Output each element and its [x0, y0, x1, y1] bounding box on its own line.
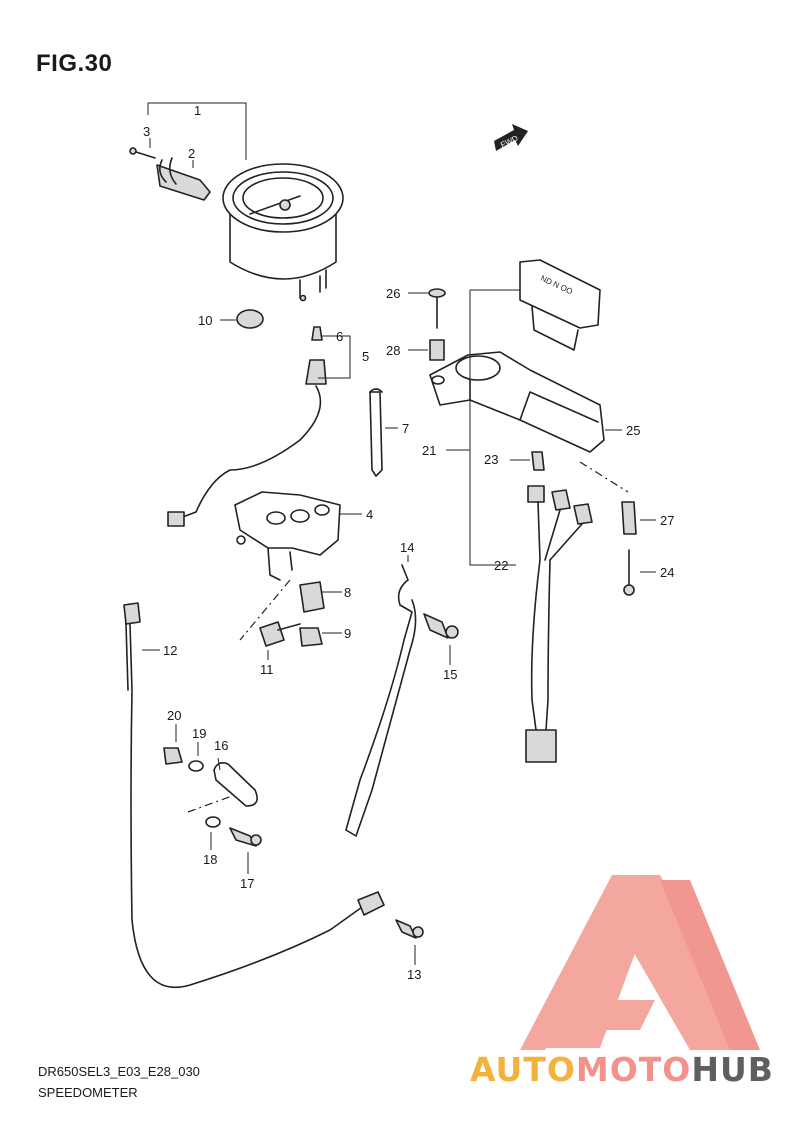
- watermark-auto: AUTO: [470, 1050, 576, 1089]
- callout-11: 11: [260, 662, 274, 677]
- screw-13: [395, 919, 424, 939]
- model-code: DR650SEL3_E03_E28_030: [38, 1064, 200, 1079]
- spacer-28: [429, 339, 445, 361]
- indicator-housing-25: [429, 351, 605, 453]
- callout-labels: 1 2 3 4 5 6 7 8 9 10 11 12 13 14 15 16 1…: [143, 103, 674, 982]
- cushion-10: [236, 309, 264, 329]
- cable-clamp-16: [213, 762, 258, 807]
- bolt-17: [229, 827, 262, 847]
- speedometer-cable-12: [123, 602, 385, 989]
- washer-19: [188, 760, 204, 772]
- screw-3: [129, 147, 156, 159]
- cable-guide-14: [345, 564, 417, 837]
- grommet-8: [299, 581, 325, 613]
- callout-9: 9: [344, 626, 351, 641]
- assembly-line-housing: [579, 461, 629, 493]
- callout-18: 18: [203, 852, 217, 867]
- callout-21: 21: [422, 443, 436, 458]
- cable-tie-7: [369, 388, 383, 477]
- callout-22: 22: [494, 558, 508, 573]
- callout-4: 4: [366, 507, 373, 522]
- callout-15: 15: [443, 667, 457, 682]
- spacer-27: [621, 501, 637, 535]
- callout-17: 17: [240, 876, 254, 891]
- bulb-socket: [156, 157, 211, 201]
- callout-27: 27: [660, 513, 674, 528]
- callout-26: 26: [386, 286, 400, 301]
- meter-bracket-4: [234, 491, 341, 581]
- callout-12: 12: [163, 643, 177, 658]
- nut-9: [299, 627, 323, 647]
- callout-28: 28: [386, 343, 400, 358]
- watermark-moto: MOTO: [575, 1050, 692, 1089]
- screw-24: [623, 549, 635, 596]
- callout-1: 1: [194, 103, 201, 118]
- figure-title: FIG.30: [36, 50, 113, 77]
- watermark-text: AUTOMOTOHUB: [470, 1050, 774, 1089]
- callout-25: 25: [626, 423, 640, 438]
- leader-lines: [142, 102, 656, 965]
- callout-6: 6: [336, 329, 343, 344]
- nut-20: [163, 747, 183, 765]
- bolt-11: [259, 621, 301, 647]
- assembly-line-clamp: [187, 795, 233, 813]
- callout-13: 13: [407, 967, 421, 982]
- callout-19: 19: [192, 726, 206, 741]
- washer-18: [205, 816, 221, 828]
- watermark-logo: [520, 875, 760, 1050]
- callout-2: 2: [188, 146, 195, 161]
- assembly-line-bracket: [239, 579, 291, 641]
- callout-14: 14: [400, 540, 414, 555]
- callout-10: 10: [198, 313, 212, 328]
- callout-23: 23: [484, 452, 498, 467]
- callout-5: 5: [362, 349, 369, 364]
- fwd-direction-badge: FWD: [494, 124, 528, 151]
- callout-16: 16: [214, 738, 228, 753]
- callout-20: 20: [167, 708, 181, 723]
- speedometer-gauge: [222, 163, 344, 302]
- screw-26: [428, 288, 446, 329]
- bolt-15: [423, 613, 459, 639]
- indicator-harness-22: [525, 451, 593, 763]
- fwd-label: FWD: [499, 134, 520, 150]
- callout-8: 8: [344, 585, 351, 600]
- callout-3: 3: [143, 124, 150, 139]
- callout-24: 24: [660, 565, 674, 580]
- section-name: SPEEDOMETER: [38, 1085, 138, 1100]
- watermark-hub: HUB: [691, 1050, 774, 1089]
- callout-7: 7: [402, 421, 409, 436]
- indicator-lens-cover: ND N OO: [519, 259, 601, 351]
